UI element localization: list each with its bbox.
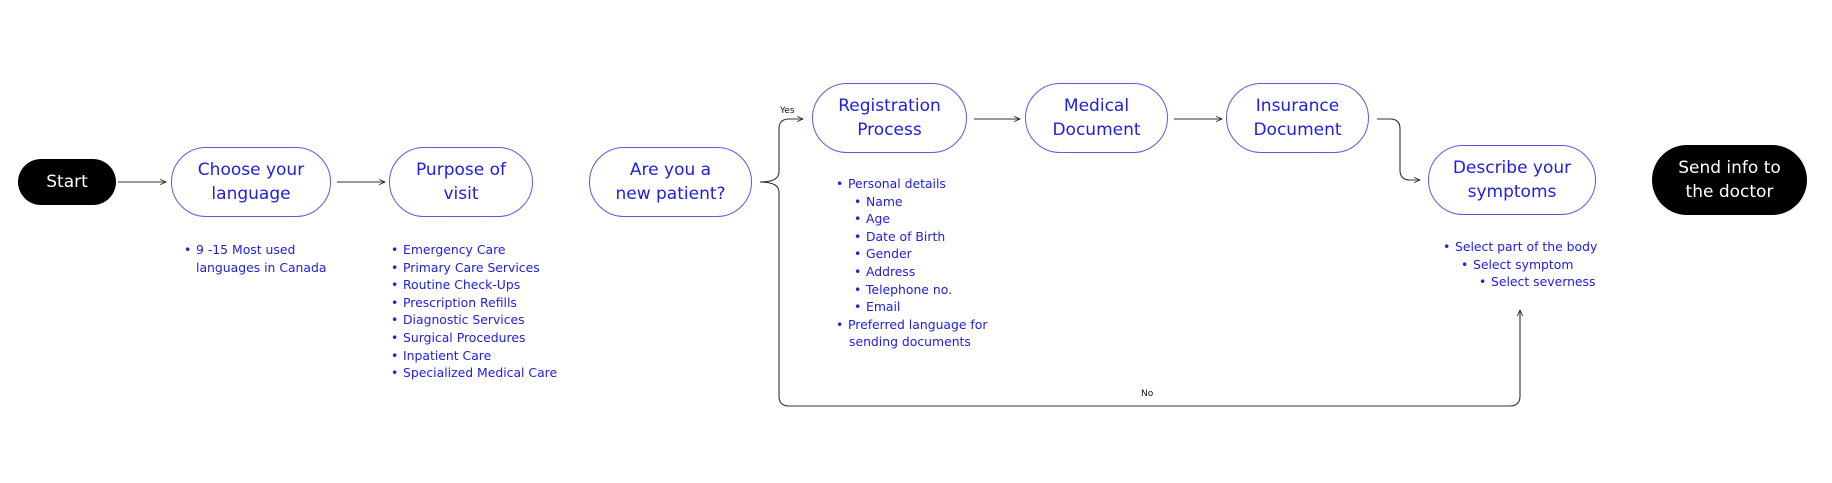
detail-item: Name xyxy=(854,193,987,211)
purpose-item: Specialized Medical Care xyxy=(391,364,557,382)
purpose-item: Emergency Care xyxy=(391,241,557,259)
detail-item: Email xyxy=(854,298,987,316)
medical-document-node: Medical Document xyxy=(1025,83,1168,153)
edge-insurance-symptoms xyxy=(1377,118,1420,180)
edge-no xyxy=(759,181,1520,407)
purpose-item: Prescription Refills xyxy=(391,294,557,312)
edge-label-no: No xyxy=(1141,389,1154,399)
describe-symptoms-node: Describe your symptoms xyxy=(1428,145,1596,215)
edge-yes xyxy=(759,119,803,183)
registration-node: Registration Process xyxy=(812,83,967,153)
detail-item: Address xyxy=(854,263,987,281)
symptom-step: Select symptom xyxy=(1461,256,1597,274)
preferred-language-cont: sending documents xyxy=(849,334,971,350)
detail-item: Gender xyxy=(854,245,987,263)
purpose-item: Diagnostic Services xyxy=(391,311,557,329)
language-note: 9 -15 Most used xyxy=(184,241,326,259)
new-patient-node: Are you a new patient? xyxy=(589,147,752,217)
insurance-document-node: Insurance Document xyxy=(1226,83,1369,153)
purpose-notes: Emergency Care Primary Care Services Rou… xyxy=(391,241,557,382)
detail-item: Telephone no. xyxy=(854,281,987,299)
language-note-cont: languages in Canada xyxy=(196,259,327,275)
symptom-step: Select part of the body xyxy=(1443,238,1597,256)
purpose-item: Routine Check-Ups xyxy=(391,276,557,294)
preferred-language-item: Preferred language for xyxy=(836,316,988,334)
symptom-step: Select severness xyxy=(1479,273,1597,291)
start-node: Start xyxy=(18,159,116,205)
registration-notes: Personal details Name Age Date of Birth … xyxy=(836,175,988,351)
purpose-of-visit-node: Purpose of visit xyxy=(389,147,533,217)
personal-details-item: Personal details xyxy=(836,175,987,193)
edge-label-yes: Yes xyxy=(780,106,795,116)
language-notes: 9 -15 Most used languages in Canada xyxy=(184,241,327,276)
detail-item: Age xyxy=(854,210,987,228)
symptom-notes: Select part of the body Select symptom S… xyxy=(1443,238,1597,291)
purpose-item: Inpatient Care xyxy=(391,347,557,365)
detail-item: Date of Birth xyxy=(854,228,987,246)
purpose-item: Surgical Procedures xyxy=(391,329,557,347)
choose-language-node: Choose your language xyxy=(171,147,331,217)
send-info-node: Send info to the doctor xyxy=(1652,145,1807,215)
purpose-item: Primary Care Services xyxy=(391,259,557,277)
